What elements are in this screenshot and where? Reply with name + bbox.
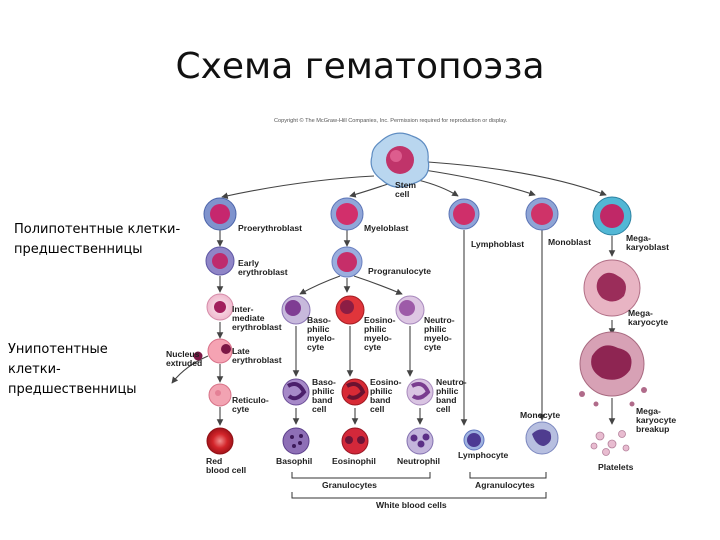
group-brackets (291, 472, 547, 499)
label-lymphoblast: Lymphoblast (471, 239, 524, 249)
neutrophilic-myelocyte-cell (395, 295, 425, 325)
early-erythroblast-cell (205, 246, 235, 276)
label-granulocytes: Granulocytes (322, 480, 377, 490)
eosinophilic-band-cell (341, 378, 369, 406)
neutrophil-cell (406, 427, 434, 455)
megakaryocyte-breakup-cell (579, 331, 647, 407)
late-erythroblast-cell (207, 338, 233, 364)
stem-cell (370, 132, 430, 188)
extruded-nucleus (193, 351, 203, 361)
label-megakaryoblast: Mega-karyoblast (626, 233, 669, 252)
label-megakaryocyte: Mega-karyocyte (628, 308, 668, 327)
intermediate-erythroblast-cell (206, 293, 234, 321)
megakaryocyte-cell (583, 259, 641, 317)
megakaryoblast-cell (592, 196, 632, 236)
neutrophilic-band-cell (406, 378, 434, 406)
label-white-blood-cells: White blood cells (376, 500, 447, 510)
lymphocyte-cell (463, 429, 485, 451)
label-basophil: Basophil (276, 456, 312, 466)
label-reticulocyte: Reticulo-cyte (232, 395, 269, 414)
lineage-arrows (171, 161, 616, 426)
unipotent-progenitors-label: Унипотентные клетки-предшественницы (8, 342, 137, 397)
label-proerythroblast: Proerythroblast (238, 223, 302, 233)
copyright-notice: Copyright © The McGraw-Hill Companies, I… (274, 117, 508, 124)
red-blood-cell (206, 427, 234, 455)
lymphoblast-cell (448, 198, 480, 230)
label-platelets: Platelets (598, 462, 634, 472)
proerythroblast-cell (203, 197, 237, 231)
myeloblast-cell (330, 197, 364, 231)
platelets (590, 430, 630, 456)
label-lymphocyte: Lymphocyte (458, 450, 509, 460)
multipotent-progenitors-label: Полипотентные клетки-предшественницы (14, 222, 181, 257)
basophilic-band-cell (282, 378, 310, 406)
eosinophilic-myelocyte-cell (335, 295, 365, 325)
monoblast-cell (525, 197, 559, 231)
label-monoblast: Monoblast (548, 237, 591, 247)
monocyte-cell (525, 421, 559, 455)
label-monocyte: Monocyte (520, 410, 560, 420)
label-eosinophil: Eosinophil (332, 456, 376, 466)
eosinophil-cell (341, 427, 369, 455)
basophil-cell (282, 427, 310, 455)
label-progranulocyte: Progranulocyte (368, 266, 431, 276)
progranulocyte-cell (331, 246, 363, 278)
label-agranulocytes: Agranulocytes (475, 480, 535, 490)
basophilic-myelocyte-cell (281, 295, 311, 325)
reticulocyte-cell (208, 383, 232, 407)
label-myeloblast: Myeloblast (364, 223, 409, 233)
label-neutrophil: Neutrophil (397, 456, 440, 466)
slide-title: Схема гематопоэза (175, 46, 545, 87)
